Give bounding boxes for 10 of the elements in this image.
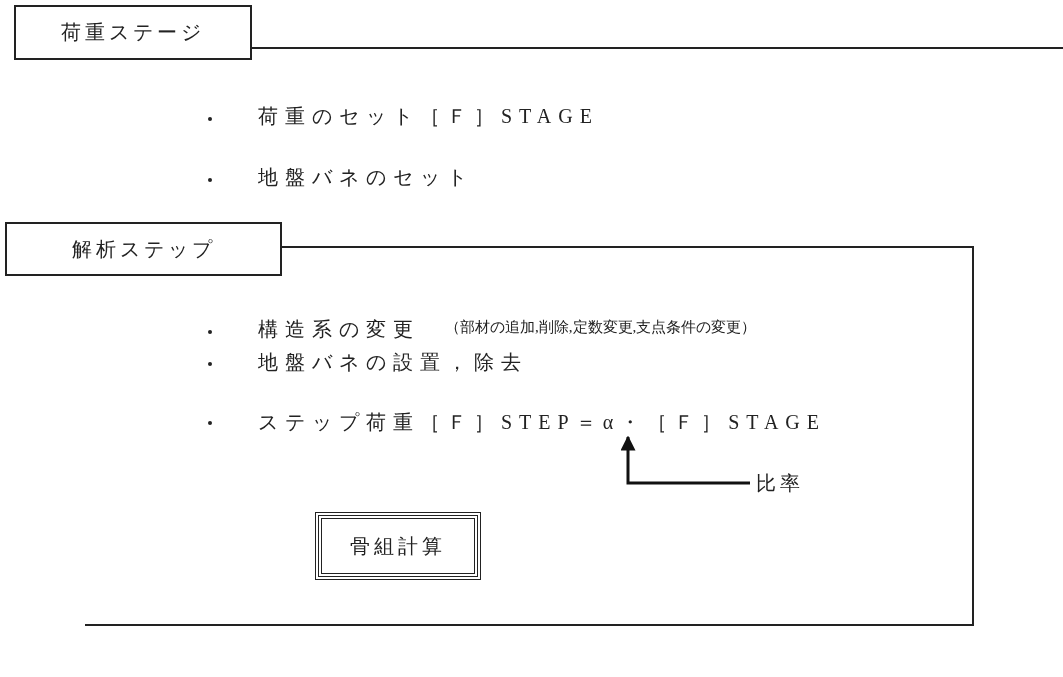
text-line: 荷重のセット［Ｆ］STAGE <box>258 104 599 129</box>
label-box: 骨組計算 <box>318 515 478 577</box>
label-box: 荷重ステージ <box>14 5 252 60</box>
text-line: 地盤バネのセット <box>258 165 474 190</box>
formula-text: ステップ荷重［Ｆ］STEP＝α・［Ｆ］STAGE <box>258 407 826 437</box>
text-line: 地盤バネの設置，除去 <box>258 350 528 375</box>
text-line: 構造系の変更 <box>258 317 420 342</box>
leader-arrow <box>620 435 750 485</box>
label-box: 解析ステップ <box>5 222 282 276</box>
text-line: （部材の追加,削除,定数変更,支点条件の変更） <box>445 318 757 337</box>
